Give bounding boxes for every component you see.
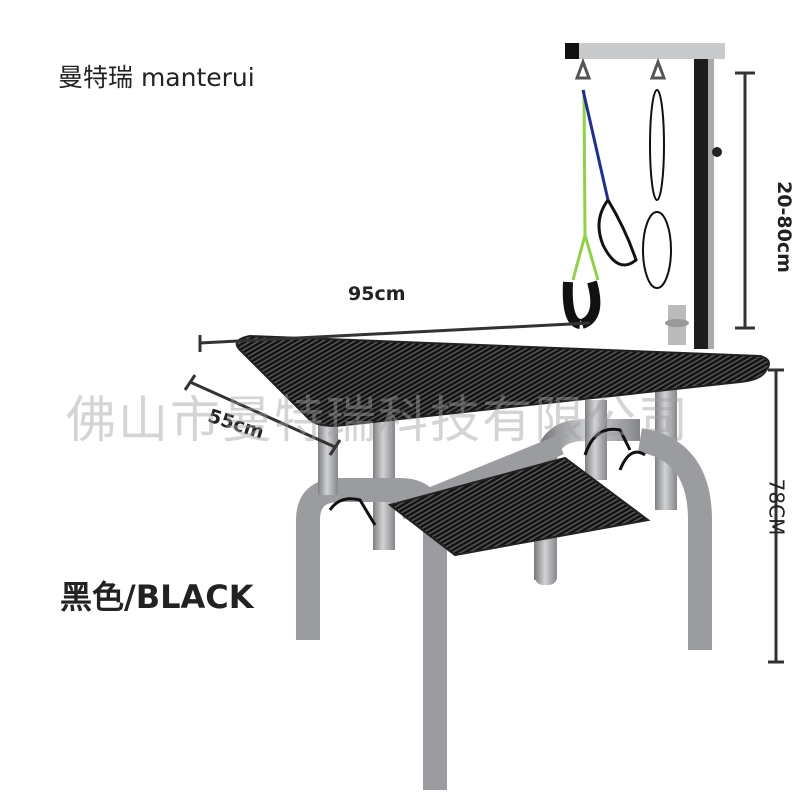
table-height-dimension-label: 78CM: [764, 478, 789, 536]
hanging-loops: [562, 57, 672, 329]
color-label: 黑色/BLACK: [60, 578, 254, 616]
length-dimension-label: 95cm: [348, 283, 406, 305]
brand-name: 曼特瑞 manterui: [58, 63, 255, 92]
arm-height-dimension-label: 20-80cm: [772, 181, 795, 273]
tabletop: [235, 334, 770, 427]
company-watermark: 佛山市曼特瑞科技有限公司: [66, 391, 690, 449]
mesh-shelf: [387, 456, 651, 557]
dimension-lines: [183, 71, 784, 664]
grooming-arm: [565, 43, 725, 349]
front-legs: [296, 400, 712, 790]
